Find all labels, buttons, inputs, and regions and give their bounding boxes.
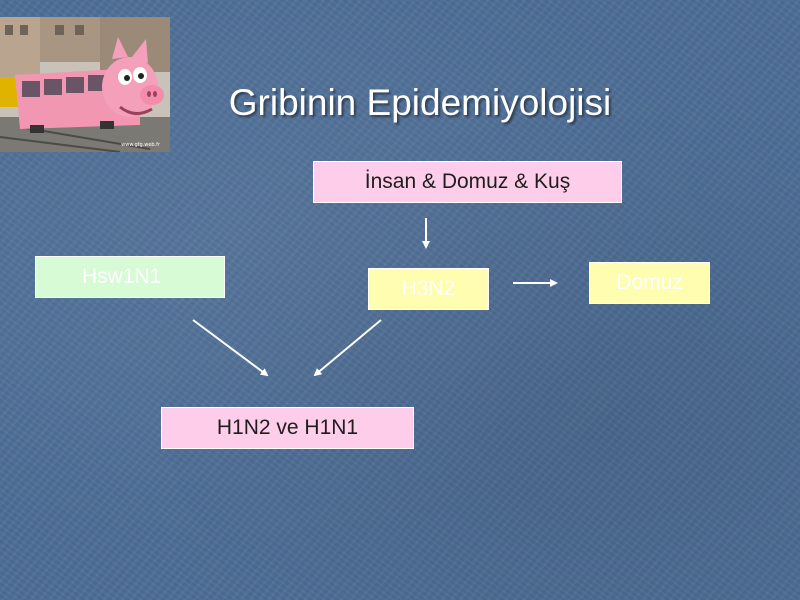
arrow-hsw1n1-to-result: [192, 319, 269, 377]
node-domuz: Domuz: [589, 262, 710, 304]
node-insan-domuz-kus: İnsan & Domuz & Kuş: [313, 161, 622, 203]
photo-caption: www.gfg.web.fr: [121, 142, 160, 148]
node-h1n2-ve-h1n1: H1N2 ve H1N1: [161, 407, 414, 449]
arrow-h3n2-to-result: [313, 319, 382, 377]
pig-tram-illustration: [0, 17, 170, 152]
node-hsw1n1: Hsw1N1: [35, 256, 225, 298]
pig-tram-photo: www.gfg.web.fr: [0, 17, 170, 152]
node-h3n2: H3N2: [368, 268, 489, 310]
slide-title: Gribinin Epidemiyolojisi: [228, 82, 612, 123]
